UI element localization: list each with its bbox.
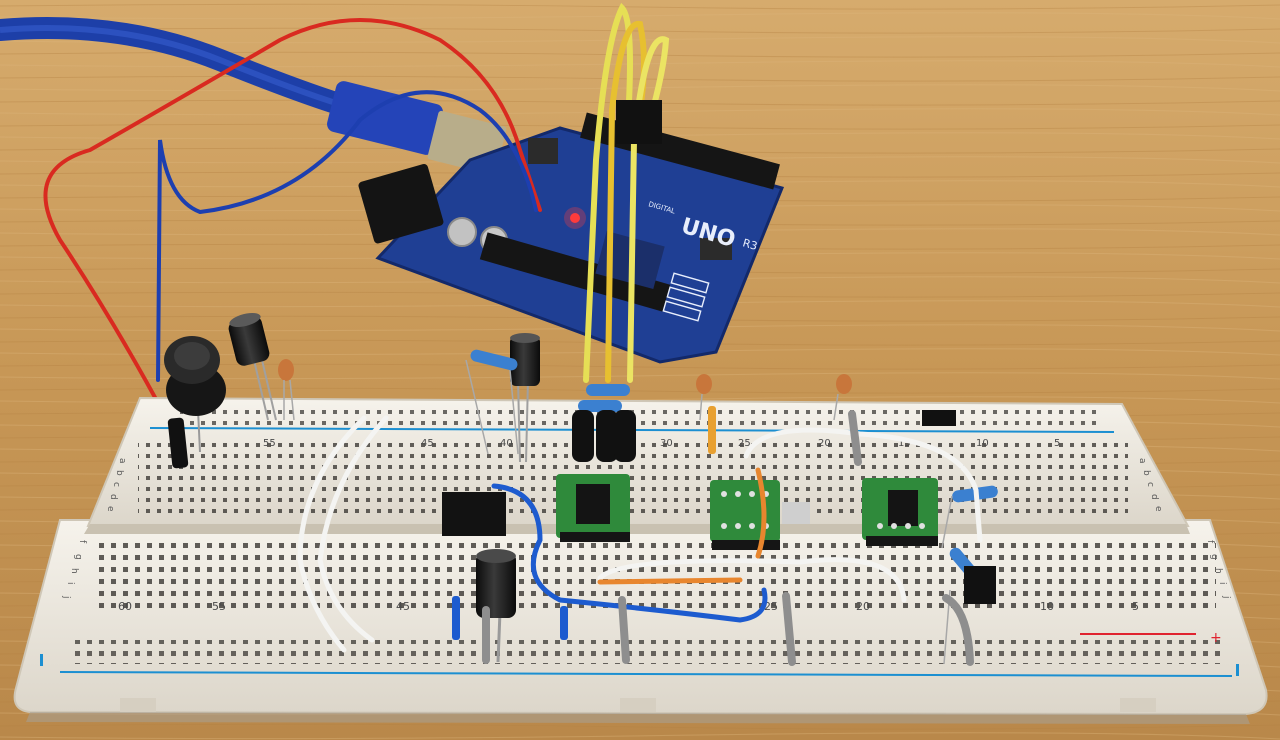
left-letters-top: a b c d e [105, 458, 127, 512]
svg-text:10: 10 [976, 438, 989, 449]
film-capacitors [572, 410, 636, 462]
power-led [570, 213, 580, 223]
svg-text:i: i [65, 582, 75, 585]
dc-power-jack [358, 163, 444, 244]
silkscreen-boxes [662, 272, 710, 322]
usb-plug [327, 81, 443, 155]
svg-text:a: a [117, 458, 127, 464]
svg-text:40: 40 [500, 438, 513, 449]
svg-text:60: 60 [118, 600, 132, 613]
blue-jumper [560, 606, 568, 640]
svg-text:j: j [61, 595, 71, 599]
board-revision-label: R3 [741, 236, 759, 253]
inductor [164, 336, 226, 453]
svg-text:b: b [1141, 470, 1151, 476]
bottom-terminal-holes [96, 540, 1216, 612]
svg-text:c: c [1145, 482, 1155, 487]
svg-text:a: a [1137, 458, 1147, 464]
left-letters-bottom: f g h i j [61, 540, 87, 599]
svg-text:20: 20 [856, 600, 870, 613]
icsp-header [528, 138, 558, 164]
svg-text:45: 45 [421, 438, 434, 449]
white-wires [297, 415, 983, 653]
svg-text:j: j [1221, 595, 1231, 599]
red-wire-plug [167, 417, 189, 469]
breadboard-notch [1120, 698, 1156, 712]
svg-text:10: 10 [1040, 600, 1054, 613]
pin-header [616, 100, 662, 144]
board-capacitor [447, 217, 477, 247]
svg-text:25: 25 [738, 438, 751, 449]
bottom-rail-blue-line [59, 671, 1233, 677]
center-channel [84, 524, 1190, 534]
rail-minus-mark [40, 654, 43, 666]
top-rail-holes [180, 408, 1100, 426]
svg-text:e: e [1153, 506, 1163, 512]
svg-text:30: 30 [660, 438, 673, 449]
svg-text:25: 25 [764, 600, 778, 613]
rail-minus-mark [1236, 664, 1239, 676]
blue-ground-wire [156, 90, 538, 382]
power-header [479, 232, 671, 312]
breadboard: + 55 45 40 35 30 25 20 15 10 5 60 55 45 … [13, 396, 1268, 724]
pin-header [964, 566, 996, 604]
red-power-wire [43, 18, 542, 442]
svg-text:g: g [73, 554, 83, 560]
yellow-wires [583, 2, 670, 383]
rail-plus-label: + [1210, 630, 1222, 646]
electrolytic-capacitor [476, 549, 516, 663]
black-module [442, 492, 506, 536]
blue-jumper [452, 596, 460, 640]
arduino-pcb [378, 128, 782, 362]
breadboard-notch [120, 698, 156, 712]
svg-text:55: 55 [212, 600, 226, 613]
ceramic-capacitor-legs [283, 379, 839, 421]
svg-text:15: 15 [898, 438, 911, 449]
svg-text:i: i [1217, 582, 1227, 585]
svg-text:f: f [77, 540, 87, 544]
grey-jumpers [482, 410, 974, 666]
orange-jumper [708, 406, 716, 454]
svg-text:c: c [111, 482, 121, 487]
resistor [578, 384, 630, 412]
ic-adapter [862, 478, 938, 546]
pin-header [922, 410, 956, 426]
svg-text:g: g [1209, 554, 1219, 560]
electrolytic-capacitor [228, 313, 277, 421]
svg-text:e: e [105, 506, 115, 512]
blue-jumper-wire [491, 483, 768, 623]
svg-text:b: b [114, 470, 124, 476]
svg-text:d: d [108, 494, 118, 500]
svg-text:f: f [1205, 540, 1215, 544]
orange-wire [597, 577, 743, 585]
electrolytic-capacitor [510, 333, 540, 463]
breadboard-notch [620, 698, 656, 712]
right-letters-top: a b c d e [1137, 458, 1163, 512]
resistor [465, 349, 519, 455]
icsp-header [700, 238, 732, 260]
bottom-rail-holes [70, 640, 1220, 664]
svg-text:h: h [1213, 568, 1223, 574]
svg-text:h: h [69, 568, 79, 574]
op-amp-adapter [556, 474, 630, 542]
svg-text:5: 5 [1054, 438, 1060, 449]
svg-text:5: 5 [1132, 600, 1139, 613]
svg-text:d: d [1149, 494, 1159, 500]
svg-text:55: 55 [263, 438, 276, 449]
right-letters-bottom: f g h i j [1205, 540, 1231, 599]
orange-wire [755, 467, 767, 559]
bottom-row-numbers: 60 55 45 25 20 10 5 [118, 600, 1139, 613]
svg-text:20: 20 [818, 438, 831, 449]
svg-text:45: 45 [396, 600, 410, 613]
